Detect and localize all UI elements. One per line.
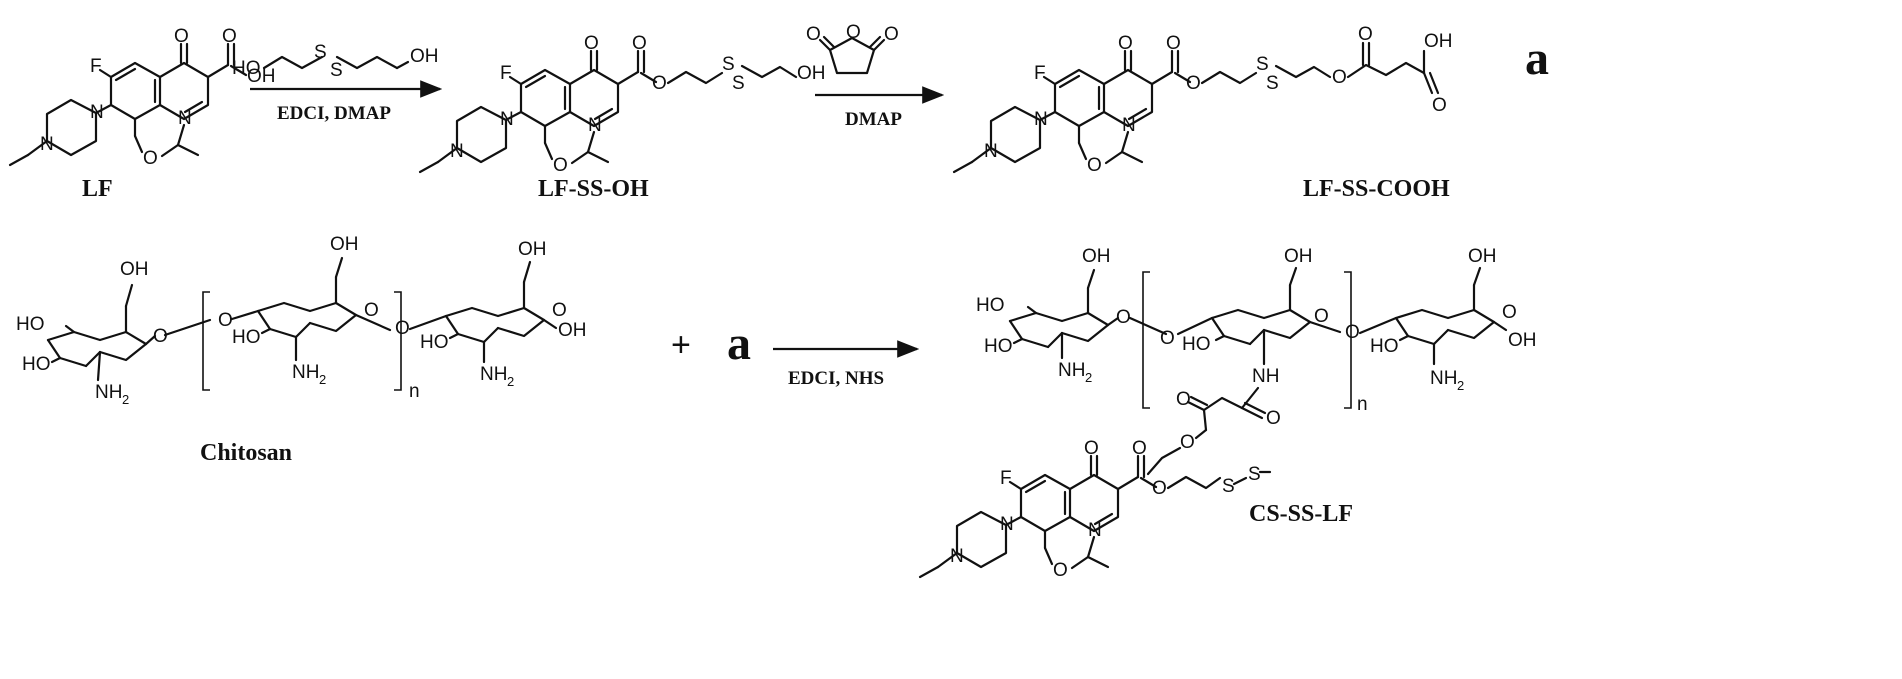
- svg-text:O: O: [1116, 307, 1131, 328]
- condition-step2: DMAP: [845, 109, 902, 130]
- svg-text:O: O: [652, 73, 667, 94]
- svg-text:OH: OH: [518, 239, 547, 260]
- svg-text:O: O: [1186, 73, 1201, 94]
- svg-text:O: O: [806, 24, 821, 45]
- lf-label: LF: [82, 176, 113, 202]
- chitosan-structure: OH O HO HO NH 2 O n OH O HO NH 2 O: [16, 234, 587, 407]
- svg-text:O: O: [153, 326, 168, 347]
- svg-text:NH: NH: [1252, 366, 1279, 387]
- svg-text:HO: HO: [232, 327, 261, 348]
- svg-text:OH: OH: [558, 320, 587, 341]
- svg-text:OH: OH: [1508, 330, 1537, 351]
- lf-ss-cooh-structure: O O S S O O OH O: [952, 24, 1453, 178]
- svg-text:O: O: [1358, 24, 1373, 45]
- svg-text:O: O: [1345, 322, 1360, 343]
- lf-structure: O OH: [8, 24, 276, 171]
- svg-text:O: O: [632, 33, 647, 54]
- svg-text:O: O: [1166, 33, 1181, 54]
- cs-ss-lf-label: CS-SS-LF: [1249, 501, 1353, 527]
- svg-text:O: O: [884, 24, 899, 45]
- svg-text:S: S: [722, 54, 735, 75]
- svg-text:OH: OH: [247, 66, 276, 87]
- svg-text:OH: OH: [1468, 246, 1497, 267]
- svg-text:HO: HO: [984, 336, 1013, 357]
- svg-text:O: O: [1176, 389, 1191, 410]
- svg-text:2: 2: [122, 392, 129, 407]
- svg-text:O: O: [364, 300, 379, 321]
- svg-text:n: n: [409, 381, 420, 402]
- svg-text:O: O: [1432, 95, 1447, 116]
- lf-ss-oh-label: LF-SS-OH: [538, 176, 649, 202]
- svg-text:HO: HO: [22, 354, 51, 375]
- svg-text:NH: NH: [1058, 360, 1085, 381]
- svg-text:S: S: [1266, 73, 1279, 94]
- svg-text:S: S: [1248, 464, 1261, 485]
- svg-text:2: 2: [319, 372, 326, 387]
- svg-text:HO: HO: [976, 295, 1005, 316]
- lf-ss-cooh-label: LF-SS-COOH: [1303, 176, 1450, 202]
- dithiodiethanol-reagent: HO S S OH: [232, 42, 439, 81]
- succinic-anhydride-reagent: O O O: [806, 22, 899, 75]
- svg-text:O: O: [1132, 438, 1147, 459]
- reagent-a-label: a: [727, 317, 751, 370]
- svg-text:HO: HO: [1182, 334, 1211, 355]
- svg-text:O: O: [218, 310, 233, 331]
- svg-text:S: S: [330, 60, 343, 81]
- svg-text:S: S: [732, 73, 745, 94]
- svg-text:O: O: [222, 26, 237, 47]
- svg-text:n: n: [1357, 394, 1368, 415]
- svg-text:O: O: [1314, 306, 1329, 327]
- svg-text:NH: NH: [480, 364, 507, 385]
- svg-text:NH: NH: [95, 382, 122, 403]
- svg-text:2: 2: [507, 374, 514, 389]
- intermediate-a-label: a: [1525, 32, 1549, 85]
- svg-text:OH: OH: [330, 234, 359, 255]
- svg-text:O: O: [552, 300, 567, 321]
- condition-step1: EDCI, DMAP: [277, 103, 391, 124]
- svg-text:OH: OH: [120, 259, 149, 280]
- svg-text:O: O: [1180, 432, 1195, 453]
- svg-text:O: O: [1332, 67, 1347, 88]
- svg-text:O: O: [1152, 478, 1167, 499]
- svg-text:HO: HO: [16, 314, 45, 335]
- svg-text:O: O: [1160, 328, 1175, 349]
- svg-text:O: O: [1502, 302, 1517, 323]
- cs-ss-lf-lf-moiety: O O S S: [918, 436, 1272, 583]
- svg-text:NH: NH: [292, 362, 319, 383]
- svg-text:OH: OH: [1284, 246, 1313, 267]
- svg-text:O: O: [846, 22, 861, 43]
- svg-text:O: O: [395, 318, 410, 339]
- plus-sign: +: [671, 326, 691, 364]
- svg-text:NH: NH: [1430, 368, 1457, 389]
- svg-text:S: S: [1256, 54, 1269, 75]
- svg-text:HO: HO: [1370, 336, 1399, 357]
- svg-text:2: 2: [1457, 378, 1464, 393]
- svg-text:S: S: [314, 42, 327, 63]
- svg-text:S: S: [1222, 476, 1235, 497]
- svg-text:HO: HO: [420, 332, 449, 353]
- lf-ss-oh-structure: O O S S OH: [418, 31, 826, 178]
- cs-ss-lf-structure: OH O HO HO NH 2 O n OH O HO NH O: [976, 246, 1537, 476]
- svg-text:OH: OH: [410, 46, 439, 67]
- svg-text:OH: OH: [1082, 246, 1111, 267]
- svg-text:OH: OH: [797, 63, 826, 84]
- svg-text:2: 2: [1085, 370, 1092, 385]
- chitosan-label: Chitosan: [200, 440, 292, 466]
- svg-text:HO: HO: [232, 58, 261, 79]
- condition-step3: EDCI, NHS: [788, 368, 884, 389]
- svg-text:O: O: [1266, 408, 1281, 429]
- svg-text:OH: OH: [1424, 31, 1453, 52]
